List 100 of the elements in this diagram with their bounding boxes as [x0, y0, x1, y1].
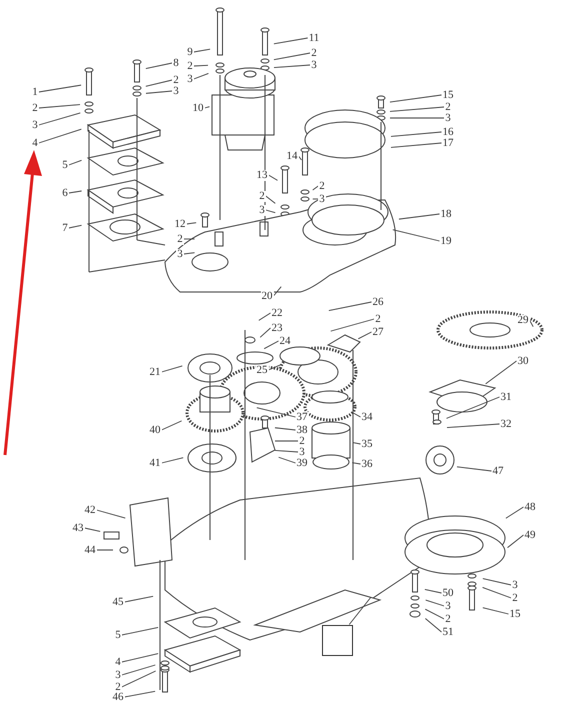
callout-number: 6 — [61, 188, 69, 198]
leader-line — [482, 586, 512, 598]
callout-number: 5 — [61, 160, 69, 170]
leader-line — [268, 174, 278, 181]
callout-number: 44 — [84, 544, 96, 556]
callout-number: 42 — [84, 504, 96, 516]
leader-line — [38, 128, 82, 144]
leader-line — [352, 412, 361, 418]
leader-line — [265, 210, 276, 214]
callout-number: 3 — [31, 120, 39, 130]
leader-line — [274, 450, 299, 452]
callout-number: 3 — [444, 600, 452, 612]
callout-number: 11 — [308, 32, 320, 44]
callout-number: 15 — [442, 90, 454, 100]
callout-number: 15 — [508, 608, 522, 620]
leader-line — [121, 670, 156, 688]
leader-line — [256, 407, 296, 418]
callout-number: 3 — [318, 194, 326, 204]
leader-line — [424, 608, 445, 620]
callout-number: 12 — [174, 218, 186, 230]
callout-number: 2 — [31, 102, 39, 114]
leader-line — [68, 160, 82, 166]
leader-line — [161, 420, 182, 430]
callout-number: 4 — [114, 656, 122, 668]
leader-line — [68, 190, 82, 194]
callout-number: 2 — [444, 102, 452, 112]
leader-line — [389, 94, 442, 102]
leader-line — [274, 440, 299, 442]
leader-line — [193, 73, 209, 80]
leader-line — [124, 596, 154, 602]
leader-line — [183, 252, 196, 254]
callout-number: 2 — [176, 234, 184, 244]
callout-number: 17 — [442, 138, 454, 148]
leader-line — [352, 462, 361, 464]
callout-number: 43 — [72, 522, 84, 534]
leader-line — [390, 132, 442, 137]
leader-line — [273, 38, 308, 44]
callout-number: 3 — [186, 74, 194, 84]
callout-number: 46 — [112, 692, 124, 702]
callout-number: 27 — [372, 326, 384, 338]
leader-line — [298, 156, 302, 160]
callout-number: 2 — [186, 60, 194, 72]
callout-number: 2 — [318, 180, 326, 192]
callout-number: 31 — [500, 392, 512, 402]
callout-number: 14 — [286, 150, 298, 162]
callout-number: 39 — [296, 458, 308, 468]
callout-box — [322, 624, 352, 656]
callout-number: 36 — [360, 458, 374, 470]
callout-number: 29 — [516, 314, 530, 326]
leader-line — [456, 466, 492, 472]
leader-line — [121, 653, 159, 662]
leader-line — [121, 626, 159, 636]
callout-number: 13 — [256, 170, 268, 180]
callout-number: 24 — [278, 336, 292, 346]
leader-line — [273, 52, 311, 60]
callout-number: 2 — [511, 592, 519, 604]
callout-number: 3 — [258, 204, 266, 216]
callout-number: 18 — [440, 208, 452, 220]
callout-number: 3 — [114, 670, 122, 680]
leader-line — [330, 318, 375, 332]
callout-number: 35 — [360, 438, 374, 450]
leader-line — [507, 534, 524, 548]
leader-line — [186, 222, 197, 224]
leader-line — [348, 597, 372, 625]
leader-line — [268, 364, 282, 370]
leader-line — [312, 186, 319, 190]
callout-number: 21 — [148, 366, 162, 378]
leader-line — [193, 48, 211, 52]
callout-number: 2 — [114, 682, 122, 692]
callout-number: 26 — [372, 296, 384, 308]
callout-number: 3 — [176, 248, 184, 260]
leader-line — [273, 286, 282, 296]
leader-line — [274, 427, 296, 430]
leader-line — [482, 578, 512, 586]
leader-line — [145, 80, 173, 87]
callout-number: 23 — [270, 322, 284, 334]
callout-number: 7 — [61, 222, 69, 234]
callout-number: 38 — [296, 424, 308, 436]
leader-line — [446, 424, 500, 428]
leader-line — [193, 64, 208, 66]
callout-number: 3 — [444, 112, 452, 124]
leader-line — [161, 366, 183, 372]
callout-number: 20 — [260, 290, 274, 302]
callout-number: 48 — [524, 502, 536, 512]
callout-number: 25 — [256, 364, 268, 376]
leader-line — [121, 664, 156, 676]
leader-line — [38, 104, 80, 108]
leader-line — [482, 607, 509, 614]
callout-number: 5 — [114, 630, 122, 640]
leader-line — [446, 396, 500, 419]
leader-line — [358, 332, 372, 340]
callout-number: 2 — [310, 48, 318, 58]
callout-number: 3 — [511, 580, 519, 590]
callout-number: 2 — [258, 190, 266, 202]
callout-number: 2 — [172, 74, 180, 86]
callout-number: 9 — [186, 46, 194, 58]
leader-line — [312, 198, 319, 200]
leader-line — [68, 224, 82, 228]
leader-line — [38, 112, 81, 126]
callout-number: 37 — [296, 412, 308, 422]
